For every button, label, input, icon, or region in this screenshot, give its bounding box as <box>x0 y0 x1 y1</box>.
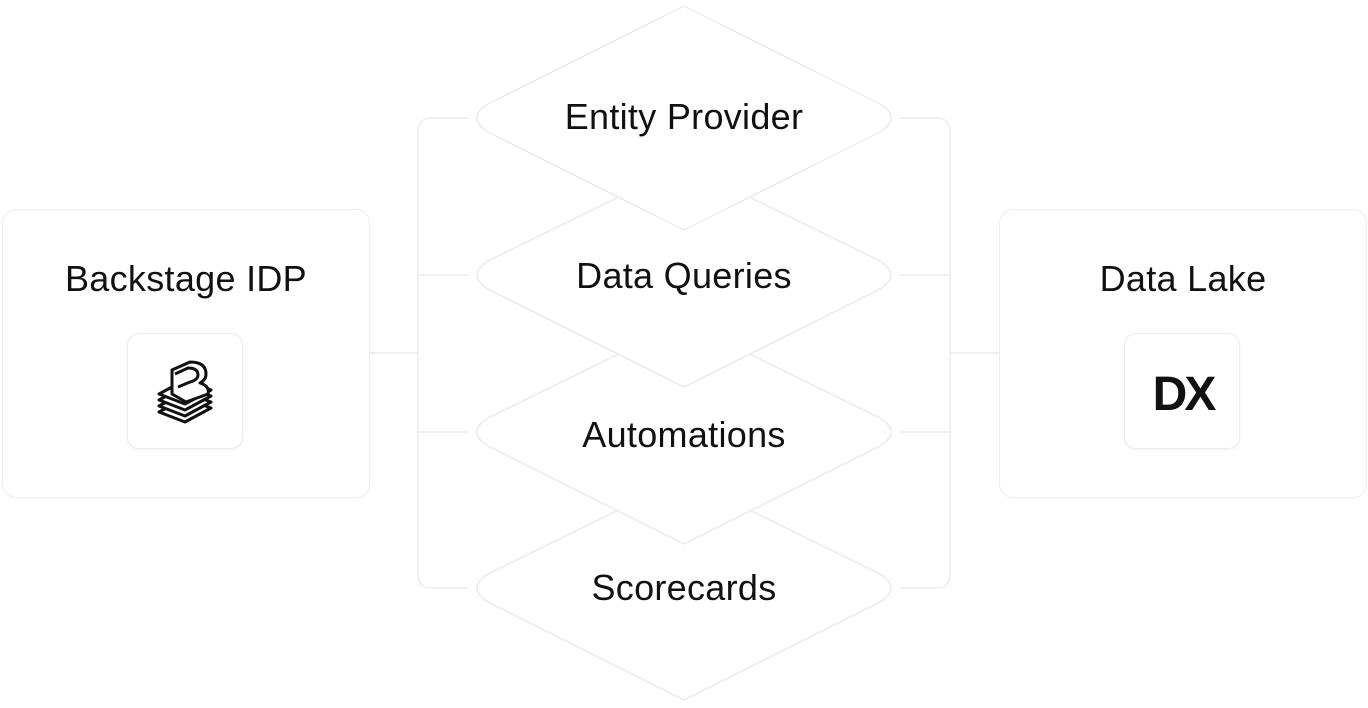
dx-logo-icon: DX <box>1153 368 1220 421</box>
source-card: Backstage IDP <box>2 209 370 498</box>
step-label-automations: Automations <box>582 414 786 455</box>
step-label-data-queries: Data Queries <box>576 255 792 296</box>
target-title: Data Lake <box>1099 258 1267 299</box>
source-logo-tile <box>127 333 243 449</box>
backstage-logo-icon <box>157 360 213 424</box>
step-label-scorecards: Scorecards <box>591 567 777 608</box>
source-title: Backstage IDP <box>64 258 307 299</box>
step-hexagon-data-queries <box>476 164 892 388</box>
target-logo-tile: DX <box>1124 333 1240 449</box>
step-hexagon-automations <box>476 321 892 545</box>
left-bracket-connector <box>417 117 468 589</box>
dx-logo-text: DX <box>1153 368 1217 421</box>
step-hexagon-scorecards <box>476 477 892 701</box>
target-card: Data Lake DX <box>999 209 1367 498</box>
step-label-entity-provider: Entity Provider <box>564 96 804 137</box>
right-bracket-connector <box>900 117 951 589</box>
step-hexagon-entity-provider <box>476 5 892 231</box>
